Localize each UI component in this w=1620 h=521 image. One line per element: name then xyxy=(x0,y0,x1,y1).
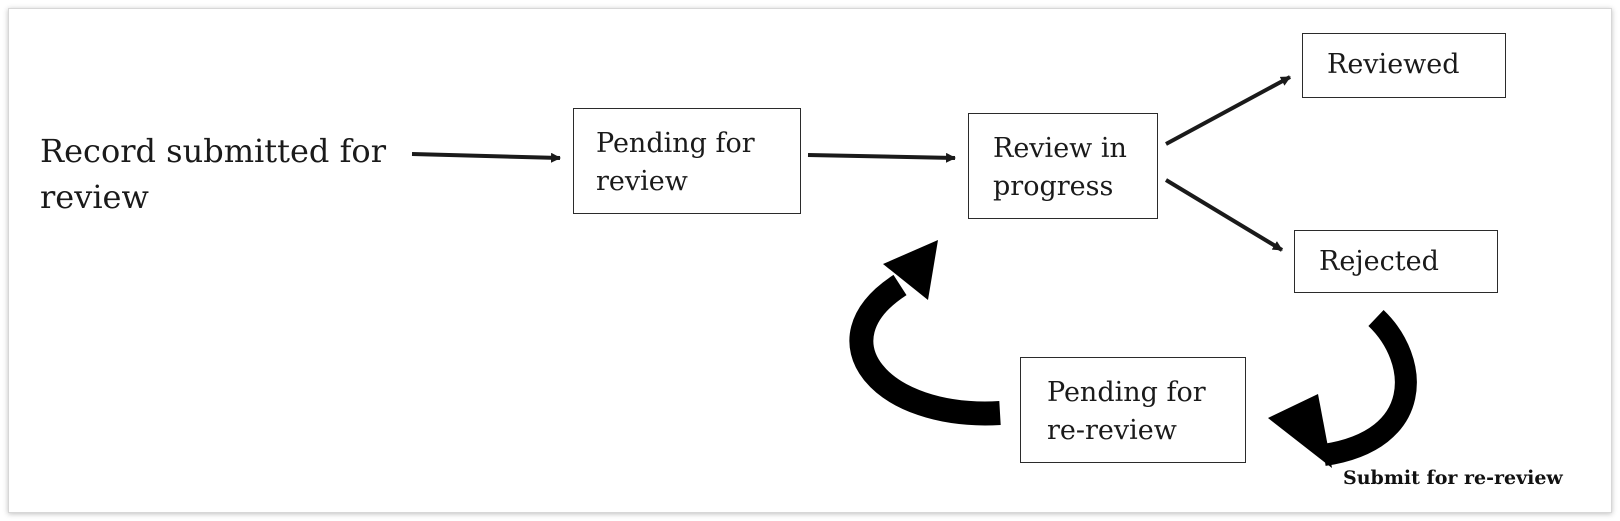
curved-arrow-rejected-to-rereview xyxy=(1322,310,1417,466)
curved-arrow-rereview-to-in-progress xyxy=(849,274,1001,426)
state-rejected-label: Rejected xyxy=(1319,246,1439,277)
curved-arrow-rejected-to-rereview-head xyxy=(1268,394,1332,468)
state-rereview-line2: re-review xyxy=(1047,415,1177,446)
curved-arrow-rereview-to-in-progress-head xyxy=(883,240,938,300)
arrow-pending-to-in-progress xyxy=(807,152,956,163)
start-label: Record submitted for review xyxy=(40,128,400,220)
arrow-in-progress-to-rejected xyxy=(1164,178,1284,252)
state-rejected: Rejected xyxy=(1294,230,1498,293)
start-label-line1: Record submitted for xyxy=(40,132,386,170)
arrow-in-progress-to-reviewed xyxy=(1165,75,1291,146)
arrow-start-to-pending xyxy=(411,152,561,163)
state-pending-for-re-review: Pending for re-review xyxy=(1020,357,1246,463)
start-label-line2: review xyxy=(40,178,149,216)
state-pending-for-review: Pending for review xyxy=(573,108,801,214)
state-rereview-line1: Pending for xyxy=(1047,377,1206,408)
state-reviewed: Reviewed xyxy=(1302,33,1506,98)
state-reviewed-label: Reviewed xyxy=(1327,49,1460,80)
submit-for-re-review-label: Submit for re-review xyxy=(1343,467,1563,489)
state-in-progress-line2: progress xyxy=(993,171,1114,202)
state-review-in-progress: Review in progress xyxy=(968,113,1158,219)
state-pending-line2: review xyxy=(596,166,688,197)
state-pending-line1: Pending for xyxy=(596,128,755,159)
state-in-progress-line1: Review in xyxy=(993,133,1127,164)
